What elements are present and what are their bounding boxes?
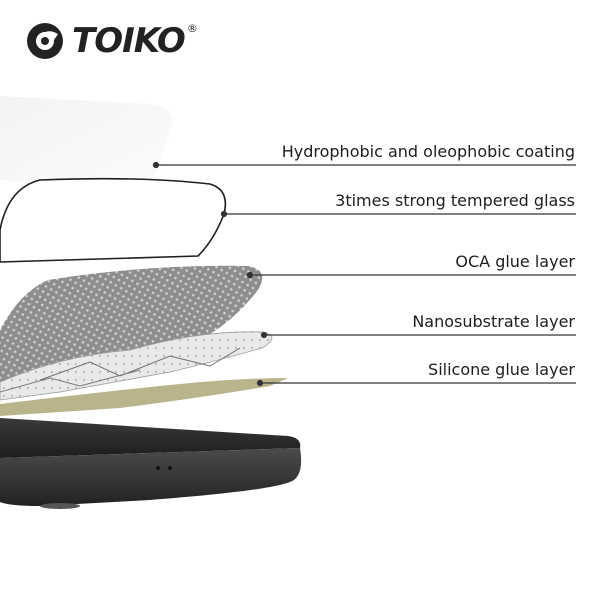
label-hydrophobic-coating: Hydrophobic and oleophobic coating [281, 142, 575, 161]
glass-layer-shape [0, 177, 227, 263]
label-nanosubstrate: Nanosubstrate layer [412, 312, 575, 331]
label-tempered-glass: 3times strong tempered glass [335, 191, 575, 210]
oca-layer-shape [0, 265, 263, 382]
leader-lines [152, 161, 576, 387]
phone-top-shape [0, 418, 301, 458]
trademark-symbol: ® [186, 22, 198, 35]
phone-side-shape [0, 448, 302, 506]
coating-layer-shape [0, 96, 173, 190]
label-oca-glue: OCA glue layer [455, 252, 575, 271]
label-silicone-glue: Silicone glue layer [428, 360, 575, 379]
brand-name: TOIKO [72, 21, 186, 61]
brand-logo: TOIKO ® [24, 20, 198, 62]
brand-logo-icon [27, 23, 63, 59]
silicone-layer-shape [0, 378, 288, 416]
